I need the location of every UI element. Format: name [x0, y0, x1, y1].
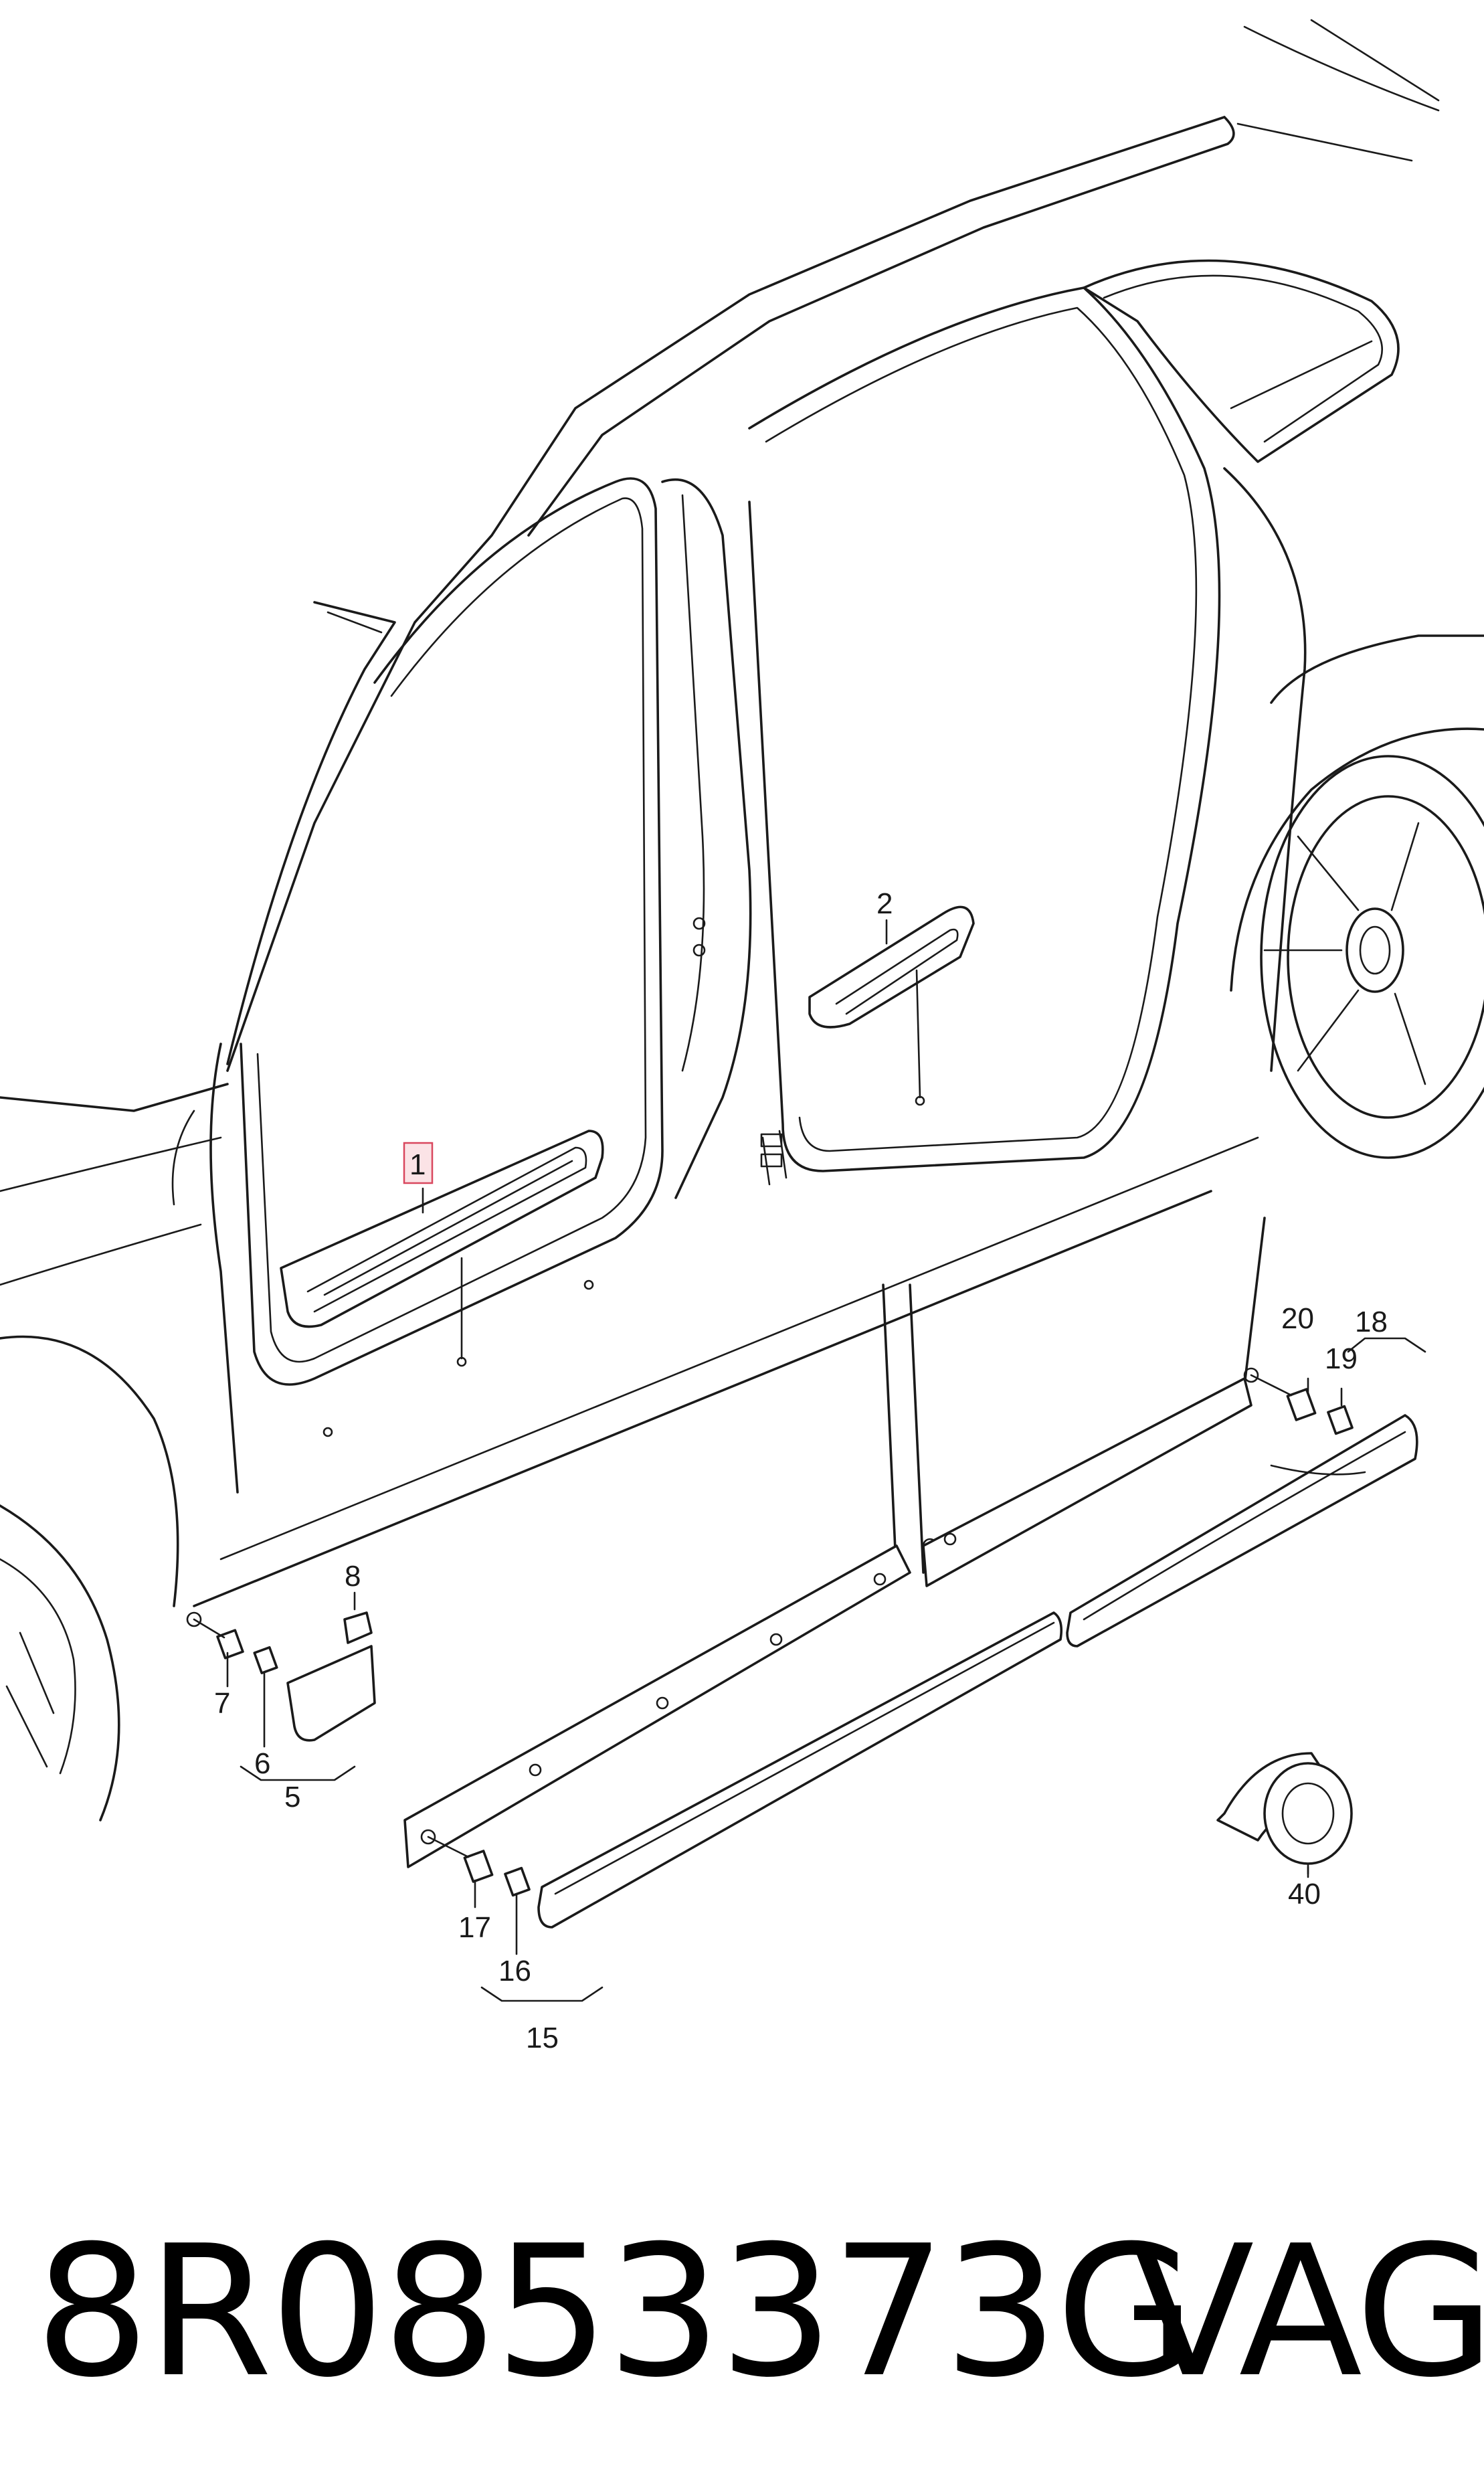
callout-2[interactable]: 2 — [876, 887, 893, 920]
callout-19[interactable]: 19 — [1325, 1342, 1358, 1375]
callout-18[interactable]: 18 — [1355, 1306, 1388, 1338]
fender-bracket-assembly[interactable] — [186, 1611, 376, 1742]
callout-6[interactable]: 6 — [254, 1747, 270, 1780]
callout-15[interactable]: 15 — [526, 2022, 559, 2054]
adhesive-tape-roll[interactable] — [1216, 1752, 1353, 1875]
callout-5[interactable]: 5 — [284, 1781, 300, 1813]
car-body-outline — [0, 19, 1484, 1821]
callout-17[interactable]: 17 — [458, 1911, 491, 1944]
part-number-caption: 8R0853373G — [35, 2206, 1196, 2417]
callout-1[interactable]: 1 — [409, 1148, 426, 1181]
callout-20[interactable]: 20 — [1281, 1302, 1314, 1335]
callout-1-highlight — [403, 1142, 434, 1184]
callout-7[interactable]: 7 — [214, 1687, 230, 1720]
callout-labels: 1 2 5 6 7 8 15 16 17 18 19 20 40 — [214, 887, 1388, 2054]
callout-16[interactable]: 16 — [498, 1955, 531, 1987]
rear-sill-plate[interactable] — [808, 905, 975, 1106]
brand-caption: VAG — [1131, 2206, 1484, 2417]
callout-40[interactable]: 40 — [1288, 1878, 1321, 1910]
front-sill-plate[interactable] — [280, 1130, 604, 1367]
sill-fasteners[interactable] — [420, 1367, 1354, 1897]
front-side-moulding[interactable] — [403, 1544, 1063, 1929]
rear-side-moulding[interactable] — [922, 1377, 1418, 1648]
callout-8[interactable]: 8 — [345, 1560, 361, 1593]
leader-lines — [226, 919, 1426, 2002]
